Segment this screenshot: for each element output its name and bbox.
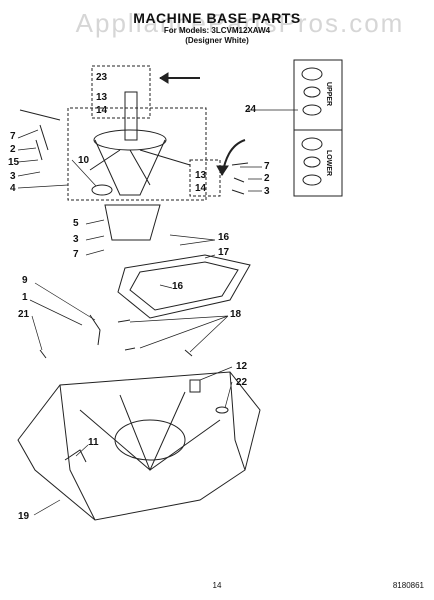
callout-24: 24 <box>245 104 257 115</box>
inset-box <box>293 59 343 197</box>
callout-7-right: 7 <box>264 161 270 172</box>
callout-10: 10 <box>78 155 90 166</box>
shaft <box>124 91 138 141</box>
page-title: MACHINE BASE PARTS <box>133 10 301 26</box>
callout-19: 19 <box>18 511 30 522</box>
seal-ring <box>91 184 113 196</box>
callout-7-left: 7 <box>10 131 16 142</box>
callout-box-right <box>189 159 221 197</box>
callout-16-bottom: 16 <box>172 281 184 292</box>
callout-23: 23 <box>96 72 108 83</box>
callout-14-right: 14 <box>195 183 207 194</box>
callout-7-mid: 7 <box>73 249 79 260</box>
color-variant: (Designer White) <box>185 36 249 45</box>
callout-11: 11 <box>88 437 99 448</box>
callout-4: 4 <box>10 183 16 194</box>
inset-label-upper: UPPER <box>325 82 332 107</box>
callout-3-left: 3 <box>10 171 16 182</box>
callout-1: 1 <box>22 292 28 303</box>
callout-14: 14 <box>96 105 108 116</box>
callout-13: 13 <box>96 92 108 103</box>
callout-22: 22 <box>236 377 248 388</box>
page-number: 14 <box>212 581 222 590</box>
model-line: For Models: 3LCVM12XAW4 <box>163 26 271 35</box>
watermark: AppliancePartsPros.com <box>75 8 405 38</box>
callout-17: 17 <box>218 247 230 258</box>
document-number: 8180861 <box>392 581 424 590</box>
callout-15: 15 <box>8 157 20 168</box>
inset-label-lower: LOWER <box>325 150 332 177</box>
callout-13-right: 13 <box>195 170 207 181</box>
gearcase-box <box>67 107 207 201</box>
callout-2-left: 2 <box>10 144 16 155</box>
callout-5: 5 <box>73 218 79 229</box>
callout-3-mid: 3 <box>73 234 79 245</box>
callout-9: 9 <box>22 275 28 286</box>
callout-3-right: 3 <box>264 186 270 197</box>
callout-21: 21 <box>18 309 30 320</box>
callout-16-top: 16 <box>218 232 230 243</box>
callout-18: 18 <box>230 309 242 320</box>
callout-2-right: 2 <box>264 173 270 184</box>
callout-12: 12 <box>236 361 248 372</box>
